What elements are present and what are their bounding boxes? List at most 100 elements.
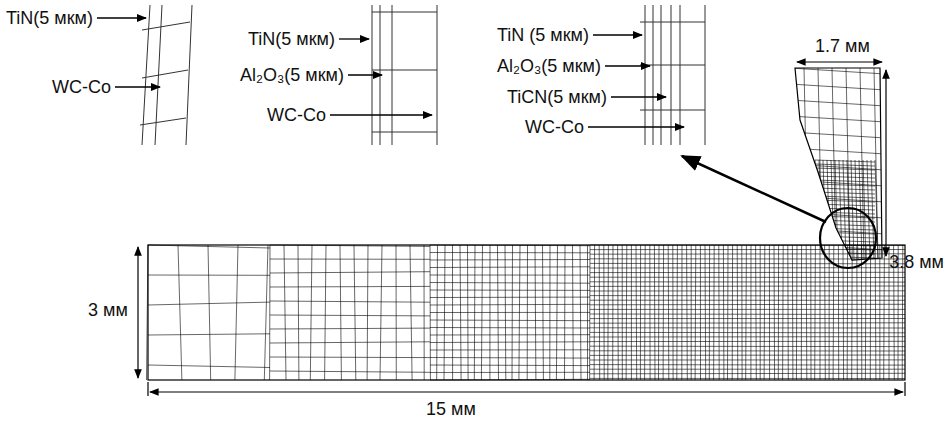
mesh-line [590,318,905,319]
mesh-line [590,272,905,273]
mesh-line [593,34,642,35]
mesh-line [815,168,875,170]
mesh-line [790,180,885,186]
mesh-line [430,365,590,367]
tool-mesh [790,68,885,266]
mesh-line [430,372,590,373]
mesh-line [590,286,905,287]
mesh-line [430,275,590,276]
mesh-line [339,38,369,39]
mesh-line [590,332,905,333]
mesh-line [430,266,590,268]
mesh-line [815,256,875,258]
mesh-line [284,245,286,380]
inset-mesh [640,5,705,145]
layer-label: TiN(5 мкм) [6,8,93,28]
mesh-line [310,245,312,380]
mesh-line [115,86,160,87]
mesh-line [590,336,905,337]
mesh-line [590,359,905,360]
mesh-line [815,160,818,260]
label-leaders [97,18,684,127]
mesh-line [590,369,905,370]
mesh-line [590,304,905,306]
mesh-line [430,304,590,306]
mesh-line [790,68,885,74]
mesh-line [590,263,905,264]
tool-outline [795,68,882,260]
mesh-line [148,302,270,305]
dimension-label: 3.8 мм [889,252,944,272]
mesh-line [270,328,430,330]
mesh-line [590,378,905,379]
layer-label: TiN(5 мкм) [248,29,335,49]
layer-label: WC-Co [52,77,111,97]
mesh-line [863,160,866,260]
zoom-circle [820,208,876,268]
workpiece-outline [148,245,905,380]
layer-label: WC-Co [525,117,584,137]
mesh-line [340,245,341,380]
mesh-line [424,245,425,380]
mesh-line [270,357,430,359]
mesh-line [430,297,590,298]
mesh-line [590,300,905,301]
mesh-line [590,309,905,310]
mesh-line [790,100,885,106]
mesh-line [590,322,905,323]
mesh-line [430,349,590,350]
mesh-line [823,160,826,260]
mesh-line [270,259,430,260]
mesh-line [590,373,905,375]
dimension-label: 1.7 мм [815,36,870,56]
mesh-line [815,180,875,182]
mesh-line [430,357,590,359]
mesh-line [815,204,875,206]
mesh-line [97,17,146,18]
mesh-line [430,282,590,284]
mesh-line [590,314,905,316]
mesh-line [270,342,430,343]
mesh-line [430,312,590,313]
inset-mesh [140,5,192,145]
mesh-line [270,286,430,288]
mesh-line [330,114,432,115]
mesh-line [264,245,268,380]
workpiece-mesh [147,245,906,380]
dimension-label: 15 мм [426,399,476,419]
mesh-line [590,290,905,291]
layer-label: WC-Co [267,105,326,125]
mesh-line [430,327,590,329]
mesh-line [325,245,326,380]
mesh-line [590,341,905,342]
mesh-line [590,346,905,347]
mesh-line [815,200,875,202]
zoom-leader [682,156,826,222]
mesh-line [269,245,270,380]
mesh-line [605,65,650,66]
mesh-line [430,290,590,291]
mesh-line [270,301,430,302]
mesh-line [815,160,875,162]
mesh-line [148,275,270,276]
mesh-line [354,245,356,380]
mesh-line [790,84,885,90]
layer-label: Al₂O₃(5 мкм) [240,65,344,85]
mesh-line [815,164,875,166]
mesh-line [790,116,885,122]
mesh-line [430,259,590,261]
mesh-line [815,232,875,234]
mesh-line [790,244,885,250]
mesh-line [815,248,875,250]
dimension-label: 3 мм [88,300,128,320]
mesh-line [827,160,830,260]
mesh-line [396,245,397,380]
mesh-line [790,68,794,260]
mesh-line [590,350,905,351]
mesh-line [298,245,300,380]
mesh-line [590,327,905,328]
mesh-line [831,160,834,260]
mesh-line [815,240,875,242]
mesh-line [815,228,875,230]
